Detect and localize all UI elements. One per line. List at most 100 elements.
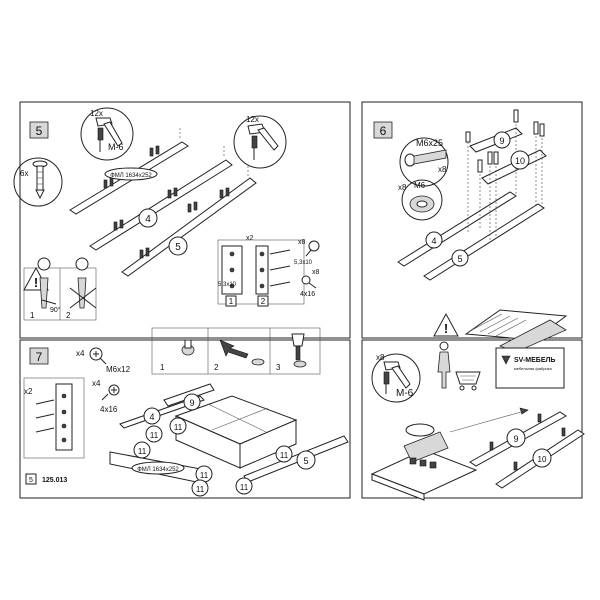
board-4-step6 xyxy=(397,191,517,267)
fml-label-b: ФМЛ 1634x252 xyxy=(137,467,179,473)
svg-text:!: ! xyxy=(444,321,448,336)
part-9-badge-step8 xyxy=(506,428,526,448)
guide-lines-step6 xyxy=(467,124,543,240)
cam-bolt-icon xyxy=(32,160,48,200)
step-6-badge xyxy=(373,121,393,139)
board-4 xyxy=(89,159,233,251)
arrow-insert-icon xyxy=(219,339,265,366)
part-4-number-step7: 4 xyxy=(149,412,154,422)
qty-x8-nut: x8 xyxy=(398,183,407,192)
angle-label: 90° xyxy=(50,306,61,314)
bolt-callout xyxy=(399,137,449,187)
m6-label-b: M-6 xyxy=(396,388,414,399)
part-10-number-step6: 10 xyxy=(515,156,525,166)
part-5-badge-step6 xyxy=(451,249,469,267)
hammer-icon xyxy=(247,123,279,160)
brand-sign xyxy=(495,347,565,389)
screw-4x16-label-b: 4x16 xyxy=(100,405,118,414)
dowels xyxy=(103,145,230,259)
screw-4x16-icon xyxy=(301,275,317,289)
part-4-number: 4 xyxy=(145,214,151,225)
footer-page-number: 5 xyxy=(29,477,33,484)
qty-x2-detail: x2 xyxy=(246,235,254,242)
part-11-number-b: 11 xyxy=(150,431,159,440)
substep-2-label-c: 2 xyxy=(214,363,219,372)
fml-label-oval xyxy=(104,167,158,181)
qty-12x-right: 12x xyxy=(246,115,259,124)
part-4-number-step6: 4 xyxy=(431,236,436,246)
substep-1-label-c: 1 xyxy=(160,363,165,372)
hammer-callout-right xyxy=(233,115,287,169)
part-11-number-f: 11 xyxy=(280,451,289,460)
qty-x8-b: x8 xyxy=(312,269,320,276)
qty-x4-a: x4 xyxy=(76,349,85,358)
part-11-number-g: 11 xyxy=(240,483,249,492)
fml-label-oval-b xyxy=(131,461,185,475)
fml-label: ФМЛ 1634x252 xyxy=(110,173,152,179)
substep-2-box xyxy=(257,295,269,307)
brand-name: SV-МЕБЕЛЬ xyxy=(514,357,555,364)
screw-5-3x10-label: 5,3x10 xyxy=(218,282,237,288)
step-5-number: 5 xyxy=(36,124,43,138)
qty-x8-a: x8 xyxy=(298,239,306,246)
brand-logo-icon xyxy=(501,355,511,365)
bed-lift-icon xyxy=(464,309,568,353)
screw-5-3x10-label-b: 5,3x10 xyxy=(294,260,313,266)
part-9-badge-step6 xyxy=(493,131,511,149)
qty-x2-bracket: x2 xyxy=(24,387,33,396)
bolt-m6x25-label: M6x25 xyxy=(416,138,443,148)
screwdriver-icon xyxy=(291,333,307,368)
part-11-number-d: 11 xyxy=(200,471,209,480)
bracket-plate xyxy=(55,383,73,451)
part-10-badge-step8 xyxy=(532,448,552,468)
qty-x8-hammer: x8 xyxy=(376,353,385,362)
part-5-badge xyxy=(168,236,188,256)
screw-4x16-icon-b xyxy=(101,384,120,401)
part-11-badge-a xyxy=(169,417,187,435)
part-5-number-step7: 5 xyxy=(303,456,308,466)
hammer-icon xyxy=(95,117,123,152)
part-4-badge-step6 xyxy=(425,231,443,249)
substep-1-box xyxy=(225,295,237,307)
step-8-frame xyxy=(361,339,583,499)
m6x12-label: M6x12 xyxy=(106,365,131,374)
pointer-arrow xyxy=(449,409,529,433)
board-5 xyxy=(121,177,257,277)
step-7-number: 7 xyxy=(36,350,43,364)
hammer-icon xyxy=(383,361,411,394)
m6-label-left: M-6 xyxy=(108,142,124,152)
part-11-badge-e xyxy=(191,479,209,497)
bracket-detail xyxy=(23,377,85,459)
qty-x8-bolt: x8 xyxy=(438,165,447,174)
washer-icon xyxy=(409,195,435,213)
substep-3-label: 3 xyxy=(276,363,281,372)
substep-2-label-a: 2 xyxy=(66,311,71,320)
part-11-badge-c xyxy=(133,441,151,459)
screw-4x16-label-a: 4x16 xyxy=(300,291,315,298)
shopper-icon xyxy=(437,341,481,391)
drawer-box xyxy=(174,395,298,469)
footer-code: 125.013 xyxy=(42,477,67,484)
part-10-badge-step6 xyxy=(510,150,530,170)
part-11-badge-f xyxy=(275,445,293,463)
part-4-badge xyxy=(138,208,158,228)
part-10-number-step8: 10 xyxy=(538,455,547,464)
qty-6x: 6x xyxy=(20,169,28,178)
nut-m6-label: M6 xyxy=(414,181,426,190)
hammer-callout-b xyxy=(371,353,421,403)
dowel-insert-icon xyxy=(181,339,195,356)
bracket-screws xyxy=(35,393,67,443)
board-4-step7 xyxy=(119,395,205,429)
cam-bolt-callout xyxy=(13,157,63,207)
substep-1-label-b: 1 xyxy=(229,297,234,306)
step-6-frame xyxy=(361,101,583,339)
part-11-number-e: 11 xyxy=(196,485,205,494)
hammer-callout-left xyxy=(80,107,134,161)
step-6-number: 6 xyxy=(380,124,387,138)
step-5-badge xyxy=(29,121,49,139)
screws-detail xyxy=(229,249,291,289)
substep-panel xyxy=(151,327,321,375)
brand-tagline: мебельная фабрика xyxy=(514,366,553,371)
